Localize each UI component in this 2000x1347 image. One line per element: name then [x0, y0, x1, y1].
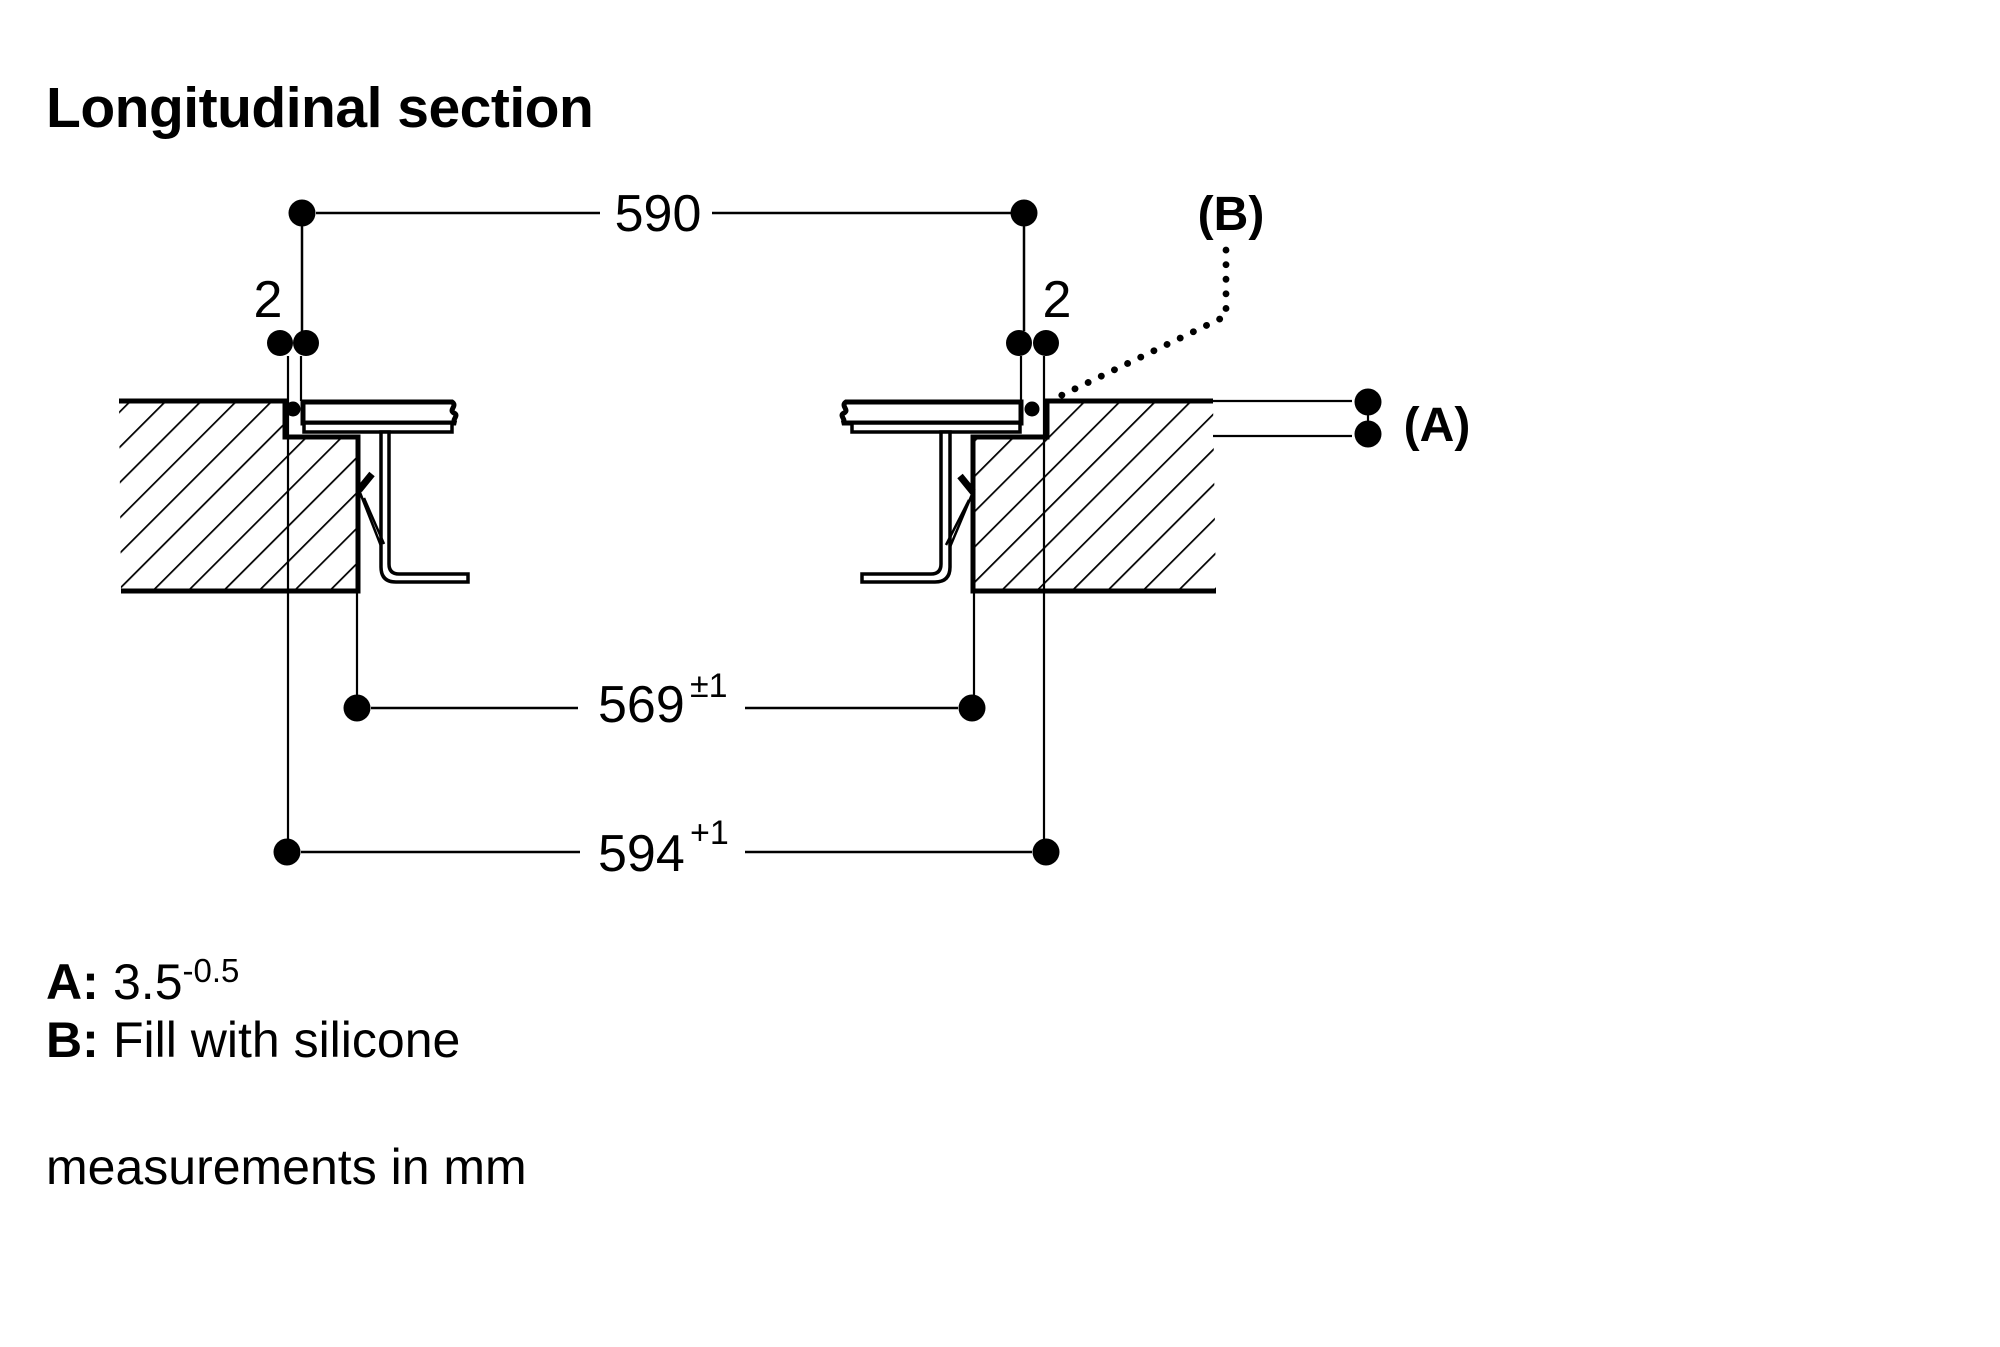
legend-key-a: A: — [46, 954, 99, 1010]
legend-tolerance-a: -0.5 — [182, 952, 240, 989]
gap-right-dot-a — [1006, 330, 1032, 356]
left-frame-strip — [302, 421, 454, 434]
right-worktop-hatch — [973, 401, 1216, 591]
left-spring-clip — [356, 471, 386, 547]
dim-gap-right-label: 2 — [1043, 271, 1072, 329]
right-spring-clip — [944, 473, 976, 548]
callout-a: (A) — [1213, 388, 1471, 452]
gap-left-dot-b — [293, 330, 319, 356]
left-silicone-gap-dot — [285, 401, 301, 417]
legend-value-b: Fill with silicone — [113, 1012, 461, 1068]
dim-569-label: 569 — [598, 676, 685, 734]
callout-b-label: (B) — [1198, 188, 1265, 241]
right-frame-strip — [850, 421, 1022, 434]
dim-590-endpoint-right — [1010, 199, 1038, 227]
dim-594-label: 594 — [598, 825, 685, 883]
dim-569-tolerance: ±1 — [690, 667, 728, 705]
left-worktop-hatch — [119, 401, 358, 591]
dim-gap-left-label: 2 — [254, 271, 283, 329]
left-cooktop-panel — [300, 399, 470, 584]
right-glass-outline — [839, 399, 1024, 426]
dim-569-endpoint-right — [958, 694, 986, 722]
dim-590-label: 590 — [615, 185, 702, 243]
right-worktop-outline — [970, 398, 1216, 594]
dim-590: 590 — [288, 185, 1038, 331]
callout-a-dot-bottom — [1354, 420, 1382, 448]
right-worktop-section — [970, 398, 1216, 594]
left-mounting-flange — [379, 430, 470, 584]
dim-590-endpoint-left — [288, 199, 316, 227]
dim-594-endpoint-right — [1032, 838, 1060, 866]
callout-a-dot-top — [1354, 388, 1382, 416]
callout-a-label: (A) — [1404, 399, 1471, 452]
right-clip-hook — [957, 473, 976, 495]
left-glass-outline — [300, 399, 459, 426]
dim-gap-left: 2 — [254, 271, 319, 852]
dim-594: 594 +1 — [273, 814, 1060, 883]
left-worktop-outline — [119, 398, 361, 594]
legend-value-a: 3.5-0.5 — [113, 952, 240, 1012]
dim-594-endpoint-left — [273, 838, 301, 866]
right-clip-leaf-inner — [944, 499, 971, 546]
left-clip-leaf-outer — [357, 489, 383, 547]
dim-gap-right: 2 — [1006, 271, 1071, 852]
legend-row-b: B: Fill with silicone — [46, 1012, 460, 1070]
gap-right-dot-b — [1033, 330, 1059, 356]
legend-value-a-number: 3.5 — [113, 954, 183, 1010]
dim-594-tolerance: +1 — [690, 814, 729, 852]
left-clip-hook — [356, 471, 375, 493]
right-cooktop-panel — [839, 399, 1024, 584]
right-clip-leaf-outer — [948, 491, 975, 548]
dim-569: 569 ±1 — [343, 438, 986, 734]
right-mounting-flange — [860, 430, 952, 584]
legend-key-b: B: — [46, 1012, 99, 1068]
callout-b-dotted-leader — [1052, 246, 1230, 402]
right-silicone-gap-dot — [1024, 401, 1040, 417]
left-worktop-section — [119, 398, 361, 594]
legend: A: 3.5-0.5 B: Fill with silicone — [46, 952, 460, 1070]
measurement-unit-note: measurements in mm — [46, 1139, 527, 1195]
callout-b: (B) — [1052, 188, 1265, 402]
gap-left-dot-a — [267, 330, 293, 356]
page-title: Longitudinal section — [46, 76, 594, 140]
left-clip-leaf-inner — [362, 497, 386, 545]
dim-569-endpoint-left — [343, 694, 371, 722]
legend-row-a: A: 3.5-0.5 — [46, 952, 460, 1012]
